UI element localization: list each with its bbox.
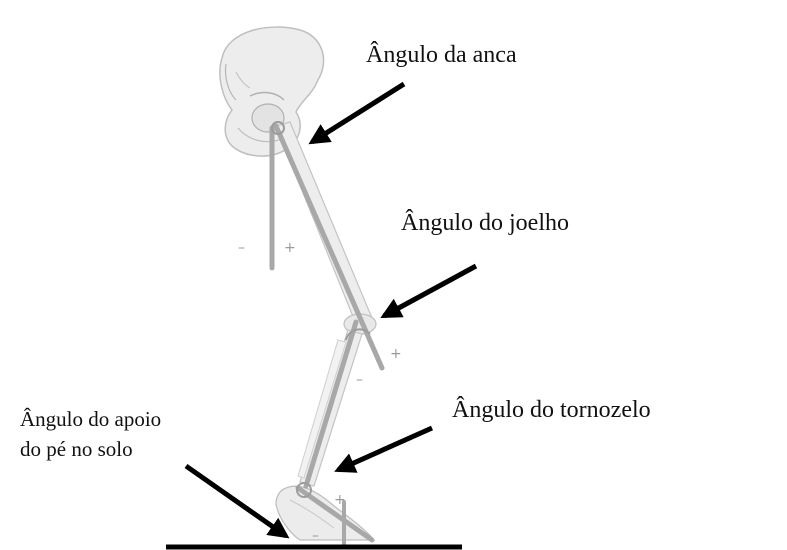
- shank-line: [306, 322, 356, 486]
- ankle-plus-sign: +: [334, 492, 346, 508]
- hip-angle-label: Ângulo da anca: [366, 40, 517, 70]
- knee-arrow: [384, 266, 476, 316]
- hip-plus-sign: +: [284, 240, 296, 256]
- foot-arrow: [186, 466, 286, 536]
- knee-plus-sign: +: [390, 346, 402, 362]
- foot-support-angle-label-line2: do pé no solo: [20, 434, 161, 464]
- hip-minus-sign: –: [238, 240, 245, 256]
- knee-angle-label: Ângulo do joelho: [401, 208, 569, 238]
- knee-minus-sign: –: [356, 372, 363, 388]
- foot-support-angle-label-line1: Ângulo do apoio: [20, 404, 161, 434]
- ankle-arrow: [338, 428, 432, 470]
- segment-lines: [272, 126, 382, 546]
- foot-support-angle-label: Ângulo do apoio do pé no solo: [20, 404, 161, 464]
- hip-arrow: [312, 84, 404, 142]
- foot-minus-sign: –: [312, 528, 319, 544]
- ankle-angle-label: Ângulo do tornozelo: [452, 395, 651, 425]
- femur-bone: [276, 122, 376, 334]
- arrows: [186, 84, 476, 536]
